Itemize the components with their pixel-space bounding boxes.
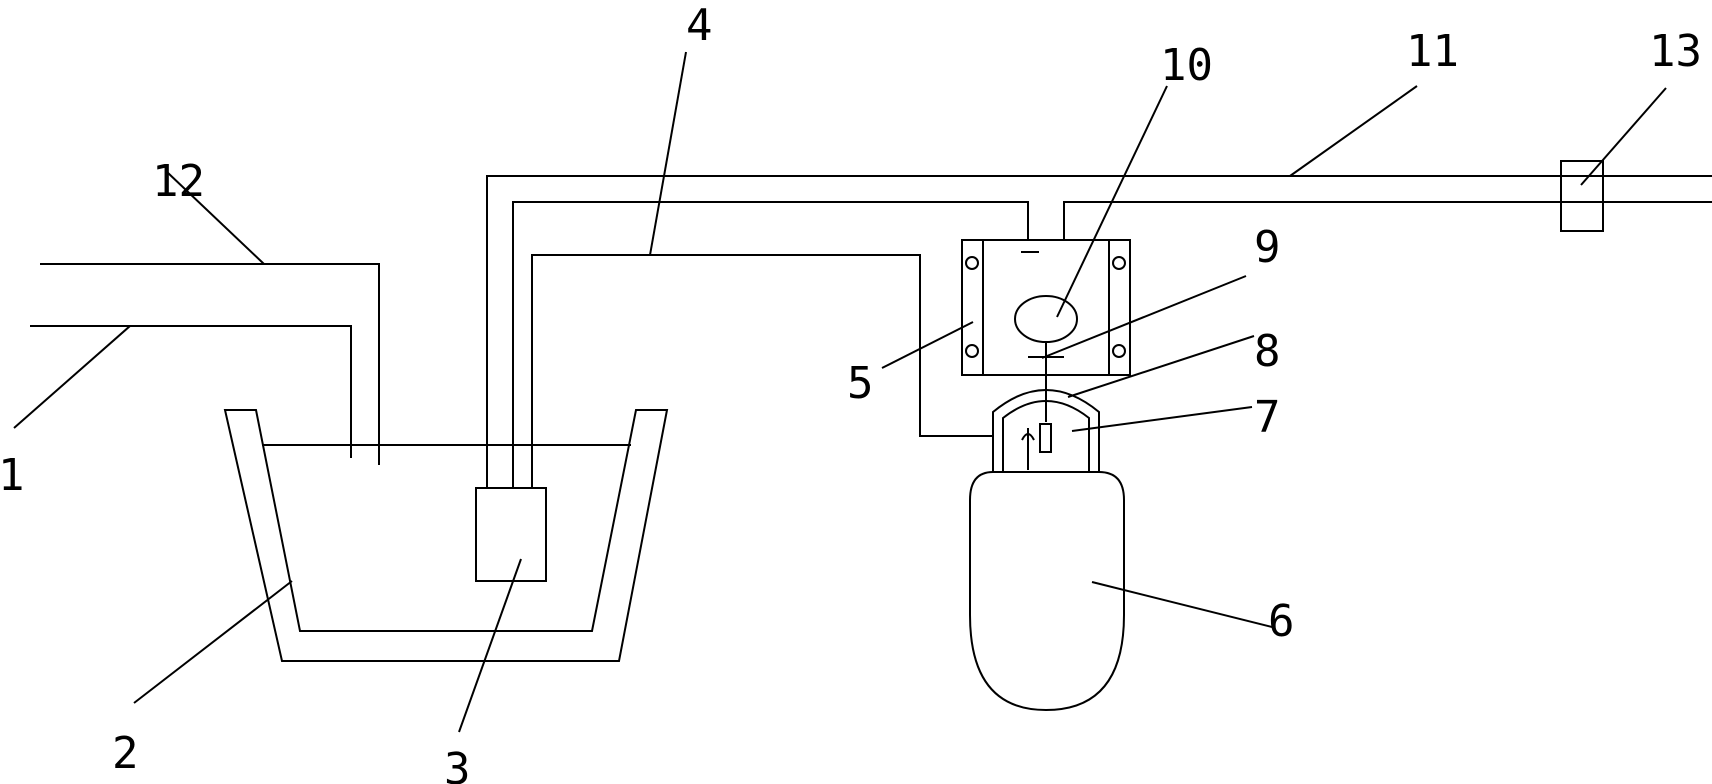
- sensor-7: [1021, 423, 1052, 470]
- cable-4: [531, 254, 993, 488]
- leader-lines: [13, 51, 1667, 733]
- label-13: 13: [1649, 26, 1702, 77]
- cap-8: [992, 389, 1100, 472]
- valve-13: [1560, 160, 1604, 232]
- riser-pipes: [486, 175, 1712, 488]
- pump-3: [475, 487, 547, 582]
- label-7: 7: [1254, 392, 1281, 443]
- label-2: 2: [112, 728, 139, 779]
- bottle-6: [969, 471, 1125, 712]
- label-6: 6: [1268, 596, 1295, 647]
- tank-2: [223, 409, 669, 662]
- label-8: 8: [1254, 326, 1281, 377]
- label-9: 9: [1254, 222, 1281, 273]
- label-11: 11: [1406, 26, 1459, 77]
- label-3: 3: [444, 744, 471, 784]
- label-1: 1: [0, 450, 25, 501]
- label-12: 12: [152, 156, 205, 207]
- label-10: 10: [1160, 40, 1213, 91]
- label-5: 5: [847, 358, 874, 409]
- motor-10: [1014, 295, 1078, 343]
- label-4: 4: [686, 0, 713, 51]
- shaft-9: [1028, 342, 1064, 422]
- inlet-pipe-12: [30, 263, 380, 465]
